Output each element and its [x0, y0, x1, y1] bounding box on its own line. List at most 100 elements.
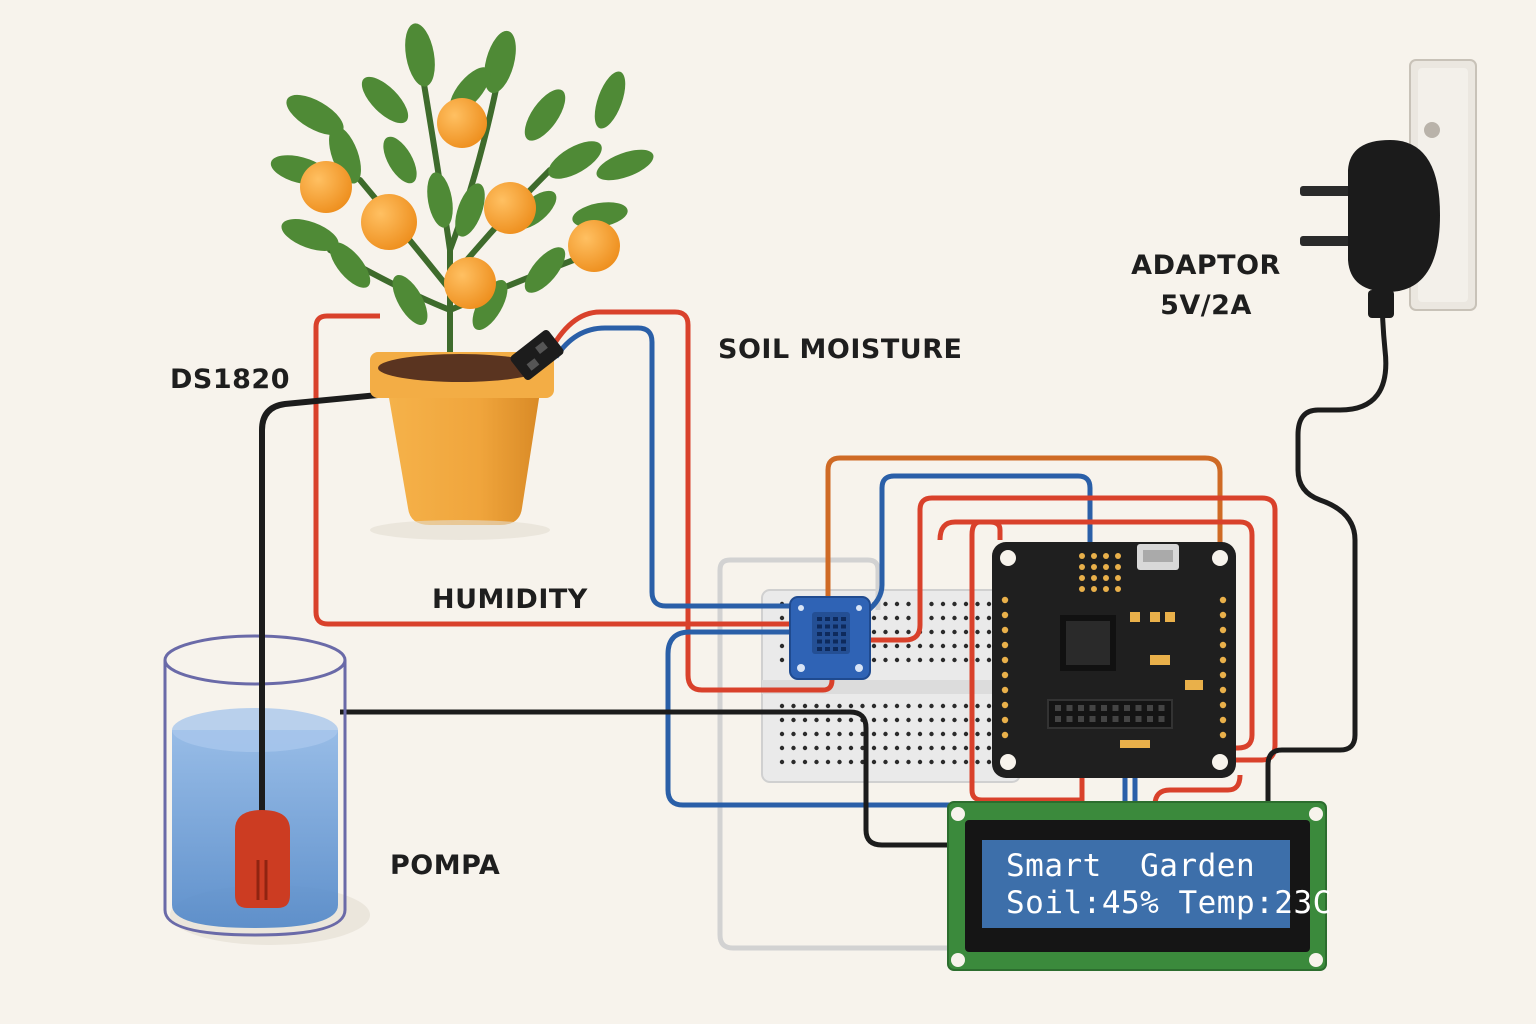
breadboard-hole [802, 759, 808, 765]
breadboard-hole [814, 759, 819, 765]
board-pin [1103, 575, 1109, 581]
breadboard-hole [975, 703, 980, 709]
breadboard-hole [952, 615, 957, 621]
blue-wire-top [864, 473, 1093, 614]
board-pin [1079, 575, 1085, 581]
breadboard-hole [952, 759, 957, 765]
breadboard-hole [802, 731, 808, 737]
breadboard-hole [791, 703, 796, 709]
breadboard-hole [929, 759, 934, 765]
breadboard-hole [802, 717, 808, 723]
board-pin [1001, 701, 1009, 709]
breadboard-hole [952, 657, 957, 663]
breadboard-hole [906, 629, 911, 635]
breadboard-hole [814, 703, 819, 709]
breadboard-hole [883, 629, 888, 635]
board-pin [1091, 575, 1097, 581]
header-pin [1158, 705, 1165, 711]
breadboard-hole [883, 717, 888, 723]
breadboard-hole [894, 601, 900, 607]
board-pin [1219, 611, 1227, 619]
sensor-vent [841, 624, 846, 629]
breadboard-hole [986, 643, 992, 649]
sensor-vent [833, 639, 838, 644]
breadboard-hole [883, 745, 888, 751]
breadboard-hole [814, 745, 819, 751]
sensor-vent [825, 624, 830, 629]
board-pin [1115, 575, 1121, 581]
breadboard-hole [917, 731, 923, 737]
breadboard-hole [940, 657, 946, 663]
breadboard-hole [871, 745, 877, 751]
breadboard-hole [917, 717, 923, 723]
breadboard-hole [894, 759, 900, 765]
breadboard-hole [871, 717, 877, 723]
breadboard-hole [883, 759, 888, 765]
board-pin [1001, 686, 1009, 694]
breadboard-hole [906, 643, 911, 649]
breadboard-hole [837, 759, 842, 765]
breadboard-hole [848, 703, 854, 709]
breadboard-hole [791, 745, 796, 751]
red-wire-lcd [1152, 774, 1243, 806]
breadboard-hole [917, 745, 923, 751]
board-pin [1219, 656, 1227, 664]
header-pin [1158, 716, 1165, 722]
board-pin [1079, 553, 1085, 559]
header-pin [1147, 705, 1153, 711]
breadboard-hole [975, 615, 980, 621]
board-pin [1001, 656, 1009, 664]
breadboard-hole [952, 703, 957, 709]
breadboard-hole [906, 745, 911, 751]
sensor-vent [817, 639, 822, 644]
breadboard-hole [940, 731, 946, 737]
orange-wire [825, 455, 1223, 600]
breadboard-hole [929, 703, 934, 709]
breadboard-hole [986, 615, 992, 621]
board-pin [1001, 596, 1009, 604]
pump-cable [340, 709, 952, 848]
breadboard-hole [883, 601, 888, 607]
breadboard-hole [975, 731, 980, 737]
breadboard-hole [963, 745, 969, 751]
breadboard-hole [791, 731, 796, 737]
breadboard-hole [929, 745, 934, 751]
sensor-vent [833, 647, 838, 651]
breadboard-hole [906, 731, 911, 737]
breadboard-hole [825, 745, 831, 751]
header-pin [1124, 716, 1130, 722]
red-wire-loop-3 [969, 519, 1085, 803]
breadboard-hole [791, 717, 796, 723]
board-pin [1103, 586, 1109, 592]
breadboard-hole [929, 629, 934, 635]
board-pin [1219, 671, 1227, 679]
board-pin [1001, 611, 1009, 619]
board-pin [1001, 731, 1009, 739]
board-pin [1115, 553, 1121, 559]
breadboard-hole [894, 643, 900, 649]
breadboard-hole [883, 615, 888, 621]
breadboard-hole [963, 759, 969, 765]
breadboard-hole [779, 643, 785, 649]
header-pin [1124, 705, 1130, 711]
breadboard-hole [940, 703, 946, 709]
header-pin [1055, 716, 1061, 722]
breadboard-hole [986, 657, 992, 663]
breadboard-hole [975, 657, 980, 663]
breadboard-hole [814, 731, 819, 737]
header-pin [1078, 716, 1084, 722]
soil-moisture-label: SOIL MOISTURE [718, 334, 963, 365]
breadboard-hole [906, 759, 911, 765]
humidity-red-wire [313, 313, 795, 627]
board-pin [1079, 564, 1085, 570]
board-pin [1115, 564, 1121, 570]
breadboard-hole [975, 759, 980, 765]
breadboard-hole [975, 643, 980, 649]
header-pin [1147, 716, 1153, 722]
sensor-vent [817, 617, 822, 621]
sensor-vent [825, 632, 830, 636]
breadboard-hole [929, 601, 934, 607]
board-pin [1001, 626, 1009, 634]
breadboard-hole [963, 703, 969, 709]
